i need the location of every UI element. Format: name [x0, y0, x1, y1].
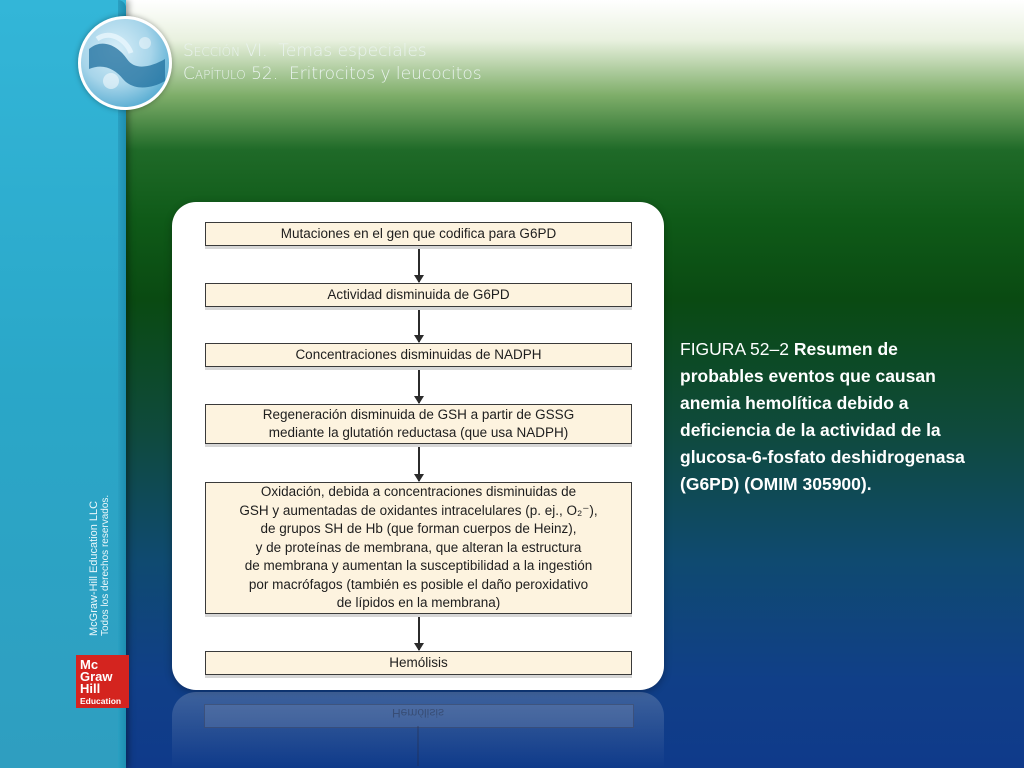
flow-step-text: Regeneración disminuida de GSH a partir …	[262, 406, 575, 422]
logo-line-2: Graw	[80, 669, 113, 684]
flow-step-text: Oxidación, debida a concentraciones dism…	[260, 484, 577, 500]
figure-description: Resumen de probables eventos que causan …	[680, 339, 965, 494]
flow-arrow	[414, 249, 424, 283]
figure-label: FIGURA 52–2	[680, 339, 789, 359]
flow-step-box: Regeneración disminuida de GSH a partir …	[205, 404, 632, 444]
logo-line-4: Education	[80, 696, 122, 706]
logo-line-3: Hill	[80, 681, 101, 696]
flow-step-box: Concentraciones disminuidas de NADPH	[205, 343, 632, 367]
reflection-box	[204, 704, 634, 728]
slide-header: Sección VI. Temas especiales Capítulo 52…	[183, 40, 482, 86]
flow-step-box: Oxidación, debida a concentraciones dism…	[205, 482, 632, 614]
flow-step-text: Mutaciones en el gen que codifica para G…	[280, 225, 557, 241]
flow-step-text: Concentraciones disminuidas de NADPH	[295, 346, 542, 362]
reflection-line	[417, 726, 419, 766]
section-image	[78, 16, 172, 110]
flow-step-text: Actividad disminuida de G6PD	[327, 286, 510, 302]
flow-step-box: Actividad disminuida de G6PD	[205, 283, 632, 307]
copyright-line-2: Todos los derechos reservados.	[100, 494, 111, 636]
sidebar-edge	[118, 0, 126, 768]
flow-arrow	[414, 617, 424, 651]
section-title: Temas especiales	[278, 41, 427, 61]
chapter-title: Eritrocitos y leucocitos	[288, 64, 482, 84]
flow-step-box: Mutaciones en el gen que codifica para G…	[205, 222, 632, 246]
flow-step-text: de membrana y aumentan la susceptibilida…	[244, 558, 593, 574]
flow-step-text: por macrófagos (también es posible el da…	[248, 576, 589, 592]
sidebar	[0, 0, 126, 768]
figure-reflection: Hemólisis	[172, 692, 664, 768]
flow-step-box: Hemólisis	[205, 651, 632, 675]
flow-step-text: mediante la glutatión reductasa (que usa…	[268, 425, 569, 440]
chapter-label: Capítulo 52.	[183, 64, 279, 84]
logo-line-1: Mc	[80, 657, 99, 672]
mcgraw-hill-logo: Mc Graw Hill Education	[76, 655, 129, 708]
flow-step-text: y de proteínas de membrana, que alteran …	[255, 539, 582, 555]
flow-step-text: Hemólisis	[389, 654, 448, 670]
flow-step-text: de lípidos en la membrana)	[336, 595, 501, 611]
flow-arrow	[414, 447, 424, 482]
flow-step-text: de grupos SH de Hb (que forman cuerpos d…	[260, 521, 577, 537]
figure-caption: FIGURA 52–2 Resumen de probables eventos…	[680, 336, 980, 498]
flow-step-text: GSH y aumentadas de oxidantes intracelul…	[239, 502, 598, 518]
flow-arrow	[414, 310, 424, 343]
copyright-line-1: McGraw-Hill Education LLC	[88, 500, 100, 636]
copyright-notice: McGraw-Hill Education LLC Todos los dere…	[88, 436, 112, 636]
section-line: Sección VI. Temas especiales	[183, 40, 482, 63]
cell-illustration-icon	[89, 32, 165, 89]
flow-arrow	[414, 370, 424, 404]
reflection-text: Hemólisis	[391, 706, 444, 720]
section-label: Sección VI.	[183, 41, 268, 61]
chapter-line: Capítulo 52. Eritrocitos y leucocitos	[183, 63, 482, 86]
